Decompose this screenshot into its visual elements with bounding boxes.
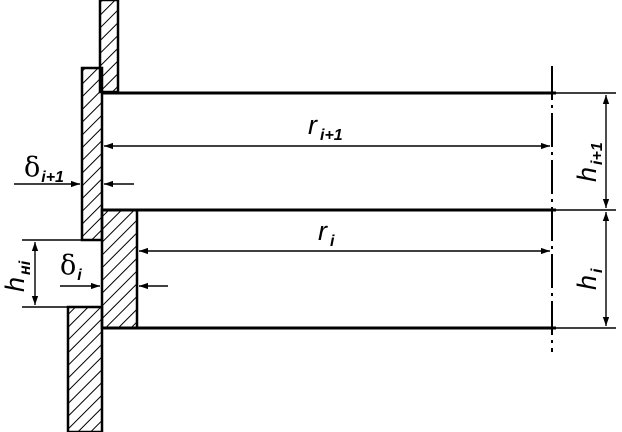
label-delta-i: δi	[60, 250, 82, 284]
label-h-i1: hi+1	[572, 142, 606, 182]
label-h-hi: hнi	[0, 260, 34, 292]
lower-wall	[66, 305, 104, 432]
layer-i-wall	[100, 208, 139, 330]
label-delta-i1: δi+1	[24, 152, 64, 186]
layer-i1-wall	[80, 66, 104, 242]
label-h-i: hi	[572, 268, 606, 290]
